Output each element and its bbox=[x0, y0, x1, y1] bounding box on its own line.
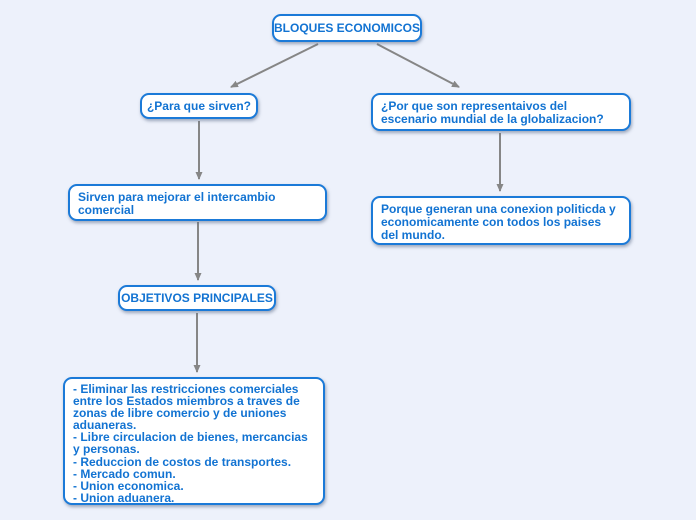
node-objetivos-lista[interactable]: - Eliminar las restricciones comerciales… bbox=[63, 377, 325, 505]
node-objetivos-lista-text: - Eliminar las restricciones comerciales… bbox=[73, 382, 308, 505]
node-answer-left[interactable]: Sirven para mejorar el intercambio comer… bbox=[68, 184, 327, 221]
connector-root-to-question-left bbox=[230, 43, 319, 88]
node-question-left[interactable]: ¿Para que sirven? bbox=[140, 93, 258, 119]
node-objetivos-header-label: OBJETIVOS PRINCIPALES bbox=[121, 290, 273, 305]
node-question-right[interactable]: ¿Por que son representaivos del escenari… bbox=[371, 93, 631, 131]
node-question-left-label: ¿Para que sirven? bbox=[146, 98, 252, 113]
node-root-label: BLOQUES ECONOMICOS bbox=[274, 20, 421, 35]
node-root[interactable]: BLOQUES ECONOMICOS bbox=[272, 14, 422, 42]
node-answer-left-label: Sirven para mejorar el intercambio comer… bbox=[78, 190, 276, 217]
node-objetivos-header[interactable]: OBJETIVOS PRINCIPALES bbox=[118, 285, 276, 311]
node-answer-right[interactable]: Porque generan una conexion politicda y … bbox=[371, 196, 631, 245]
connector-root-to-question-right bbox=[376, 43, 460, 88]
node-question-right-label: ¿Por que son representaivos del escenari… bbox=[381, 99, 604, 126]
node-answer-right-label: Porque generan una conexion politicda y … bbox=[381, 202, 616, 242]
